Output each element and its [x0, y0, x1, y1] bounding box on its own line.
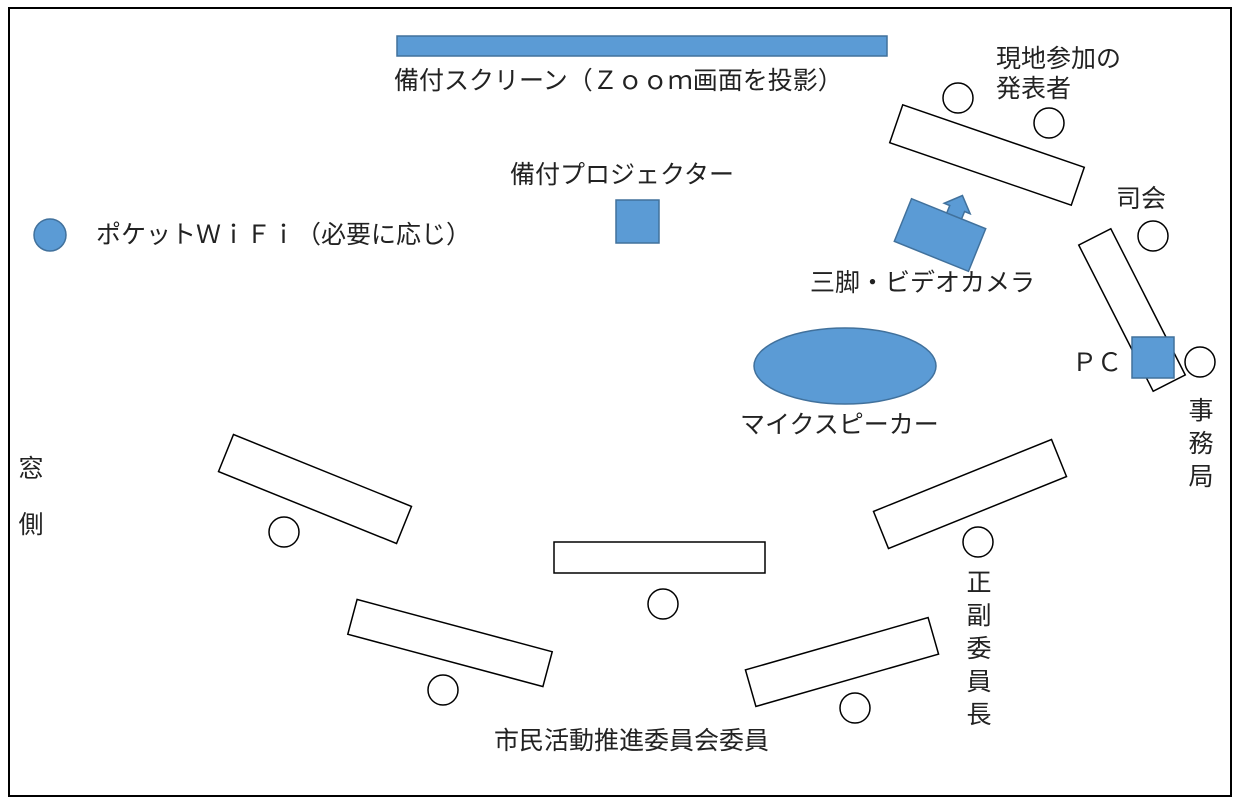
presenter-label: 現地参加の 発表者 [996, 44, 1122, 103]
window-side-label: 窓側 [16, 456, 46, 568]
table-left-lower [346, 598, 554, 688]
vertical-char: 正 [966, 568, 992, 597]
mic-speaker-label: マイクスピーカー [740, 410, 939, 439]
mic-speaker-ellipse [753, 327, 937, 405]
vertical-char: 事 [1188, 396, 1214, 425]
presenter-seat-1 [942, 82, 974, 114]
chair-label: 正副委員長 [964, 570, 994, 735]
secretariat-label: 事務局 [1186, 398, 1216, 497]
room-border [8, 7, 1232, 797]
table-right-upper [872, 438, 1068, 550]
projector-label: 備付プロジェクター [510, 160, 735, 189]
seat-left-upper [268, 516, 300, 548]
vertical-char: 窓 [18, 454, 44, 483]
camera-label: 三脚・ビデオカメラ [810, 268, 1036, 297]
projector-square [615, 199, 660, 244]
vertical-char: 局 [1188, 462, 1214, 491]
vertical-char: 側 [18, 510, 44, 539]
members-label: 市民活動推進委員会委員 [494, 726, 770, 755]
host-label: 司会 [1116, 184, 1167, 213]
vertical-char: 員 [966, 667, 992, 696]
vertical-char: 委 [966, 634, 992, 663]
screen-label: 備付スクリーン（Ｚｏｏｍ画面を投影） [394, 66, 843, 95]
seat-left-lower [427, 674, 459, 706]
vertical-char: 長 [966, 700, 992, 729]
presenter-seat-2 [1033, 107, 1065, 139]
wifi-label: ポケットＷｉＦｉ（必要に応じ） [96, 220, 472, 249]
pc-label: ＰＣ [1072, 348, 1123, 377]
wifi-circle [33, 218, 67, 252]
host-seat [1137, 220, 1169, 252]
camera-shape [893, 194, 987, 273]
presenter-table [888, 103, 1086, 207]
vertical-char: 務 [1188, 429, 1214, 458]
vertical-char: 副 [966, 601, 992, 630]
secretariat-seat [1184, 346, 1216, 378]
table-right-lower [744, 616, 940, 708]
table-center [553, 541, 766, 574]
screen-bar [396, 35, 888, 57]
pc-square [1131, 336, 1175, 379]
seat-center [647, 588, 679, 620]
table-left-upper [217, 433, 413, 545]
chair-seat [962, 526, 994, 558]
seat-right-lower [839, 692, 871, 724]
